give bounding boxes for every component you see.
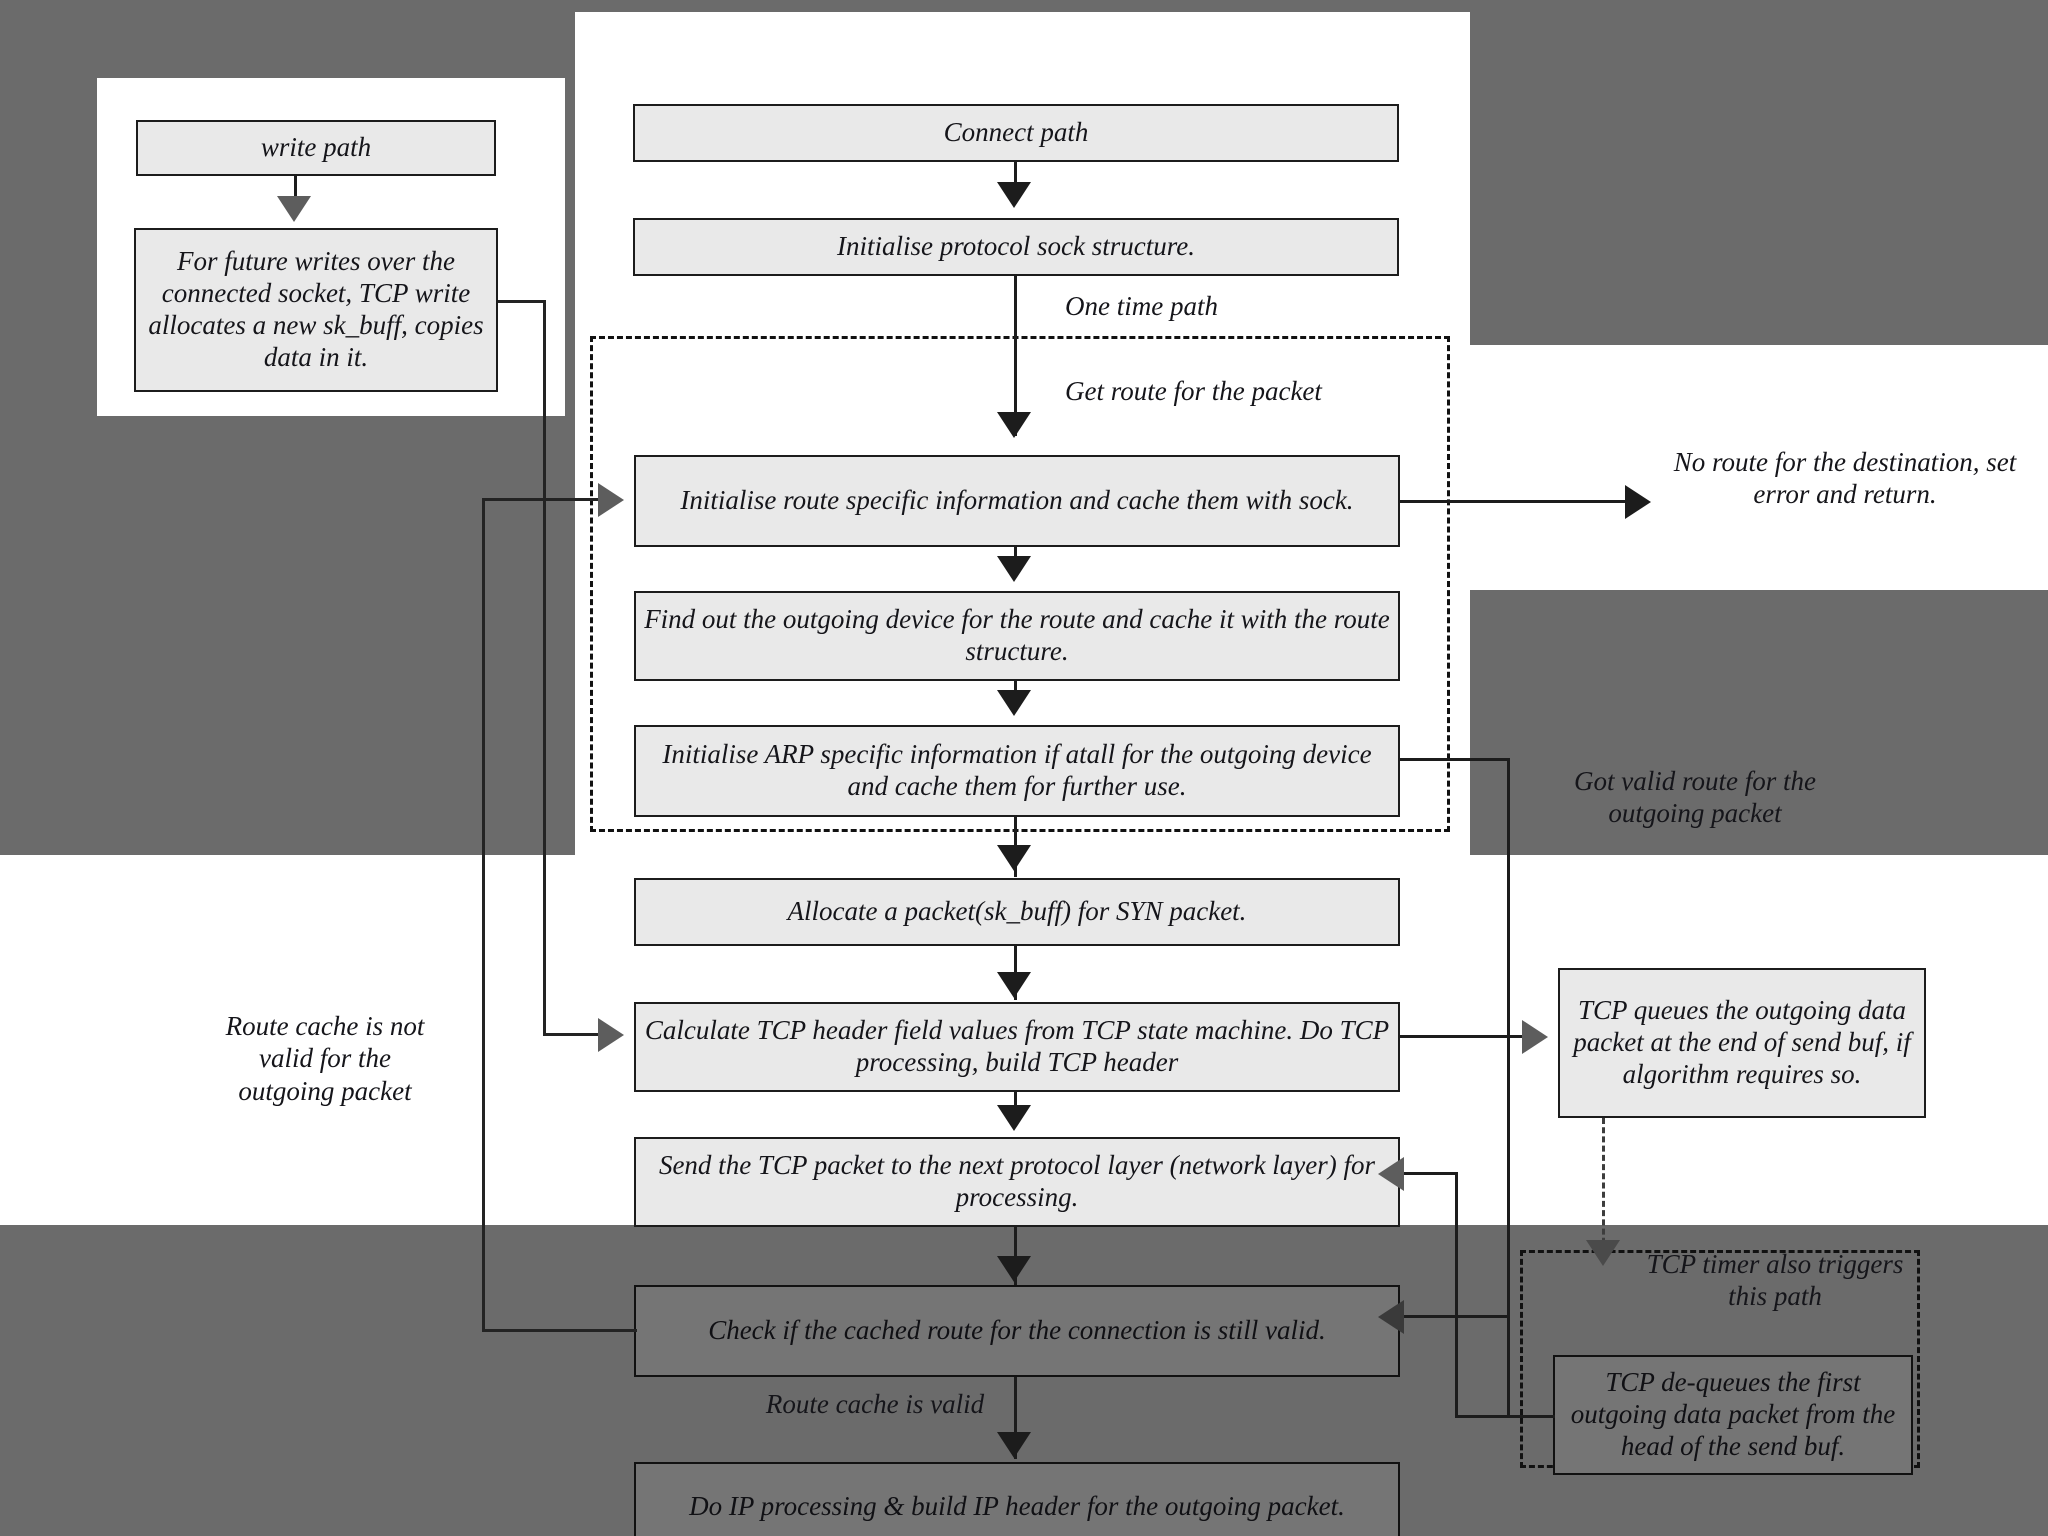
check-route-box[interactable]: Check if the cached route for the connec…: [634, 1285, 1400, 1377]
send-tcp-box[interactable]: Send the TCP packet to the next protocol…: [634, 1137, 1400, 1227]
connect-to-init-connector: [1014, 162, 1017, 198]
write-path-arrowhead-icon: [277, 196, 311, 222]
tcp-timer-label: TCP timer also triggers this path: [1646, 1249, 1904, 1312]
valid-route-to-check-arrowhead-icon: [1378, 1300, 1404, 1334]
connect-path-header[interactable]: Connect path: [633, 104, 1399, 162]
init-arp-box[interactable]: Initialise ARP specific information if a…: [634, 725, 1400, 817]
init-route-arrowhead-icon: [997, 412, 1031, 438]
loop-to-init-route-arrowhead-icon: [598, 483, 624, 517]
init-route-box[interactable]: Initialise route specific information an…: [634, 455, 1400, 547]
valid-route-line-v: [1507, 758, 1510, 1418]
queue-to-dequeue-arrowhead-icon: [1586, 1240, 1620, 1266]
write-to-calc-h-top: [498, 300, 546, 303]
route-to-device-arrowhead-icon: [997, 556, 1031, 582]
no-route-label: No route for the destination, set error …: [1673, 447, 2017, 510]
write-to-calc-arrowhead-icon: [598, 1018, 624, 1052]
tcp-dequeue-note-box[interactable]: TCP de-queues the first outgoing data pa…: [1553, 1355, 1913, 1475]
calc-to-queue-line: [1400, 1035, 1526, 1038]
allocate-syn-box[interactable]: Allocate a packet(sk_buff) for SYN packe…: [634, 878, 1400, 946]
calc-to-queue-arrowhead-icon: [1522, 1020, 1548, 1054]
dequeue-return-arrowhead-icon: [1378, 1157, 1404, 1191]
dequeue-return-h-bottom: [1455, 1415, 1555, 1418]
connect-to-init-arrowhead-icon: [997, 182, 1031, 208]
calc-tcp-header-box[interactable]: Calculate TCP header field values from T…: [634, 1002, 1400, 1092]
check-to-ip-connector: [1014, 1377, 1017, 1459]
get-route-label: Get route for the packet: [1065, 376, 1322, 406]
device-to-arp-arrowhead-icon: [997, 690, 1031, 716]
no-route-arrowhead-icon: [1625, 485, 1651, 519]
dequeue-return-v: [1455, 1172, 1458, 1418]
check-to-ip-arrowhead-icon: [997, 1432, 1031, 1458]
write-to-calc-h-bottom: [543, 1033, 603, 1036]
allocate-to-calc-arrowhead-icon: [997, 972, 1031, 998]
get-route-group: [590, 336, 1450, 832]
shade-left-upper: [0, 345, 575, 855]
queue-to-dequeue-dashed-line: [1602, 1118, 1605, 1253]
loop-check-to-route-v: [482, 498, 485, 1332]
do-ip-box[interactable]: Do IP processing & build IP header for t…: [634, 1462, 1400, 1536]
send-to-check-arrowhead-icon: [997, 1256, 1031, 1282]
tcp-queue-note-box[interactable]: TCP queues the outgoing data packet at t…: [1558, 968, 1926, 1118]
got-valid-route-label: Got valid route for the outgoing packet: [1574, 766, 1816, 829]
arp-to-allocate-arrowhead-icon: [997, 845, 1031, 871]
write-path-note[interactable]: For future writes over the connected soc…: [134, 228, 498, 392]
right-white-strip: [1470, 345, 2048, 590]
find-device-box[interactable]: Find out the outgoing device for the rou…: [634, 591, 1400, 681]
loop-check-to-route-h-bottom: [482, 1329, 637, 1332]
dequeue-return-h-top: [1400, 1172, 1458, 1175]
loop-check-to-route-h-top: [482, 498, 602, 501]
write-path-header[interactable]: write path: [136, 120, 496, 176]
write-to-calc-v: [543, 300, 546, 1035]
valid-route-to-check-h: [1400, 1315, 1510, 1318]
route-cache-valid-label: Route cache is valid: [765, 1389, 985, 1419]
calc-to-send-arrowhead-icon: [997, 1105, 1031, 1131]
init-sock-to-route-connector: [1014, 276, 1017, 436]
valid-route-line-h: [1400, 758, 1510, 761]
no-route-line-h: [1400, 500, 1630, 503]
route-not-valid-label: Route cache is not valid for the outgoin…: [225, 1011, 425, 1106]
one-time-path-label: One time path: [1065, 291, 1218, 321]
shade-right-upper: [1470, 0, 2048, 345]
write-path-connector: [294, 176, 297, 210]
init-sock-box[interactable]: Initialise protocol sock structure.: [633, 218, 1399, 276]
